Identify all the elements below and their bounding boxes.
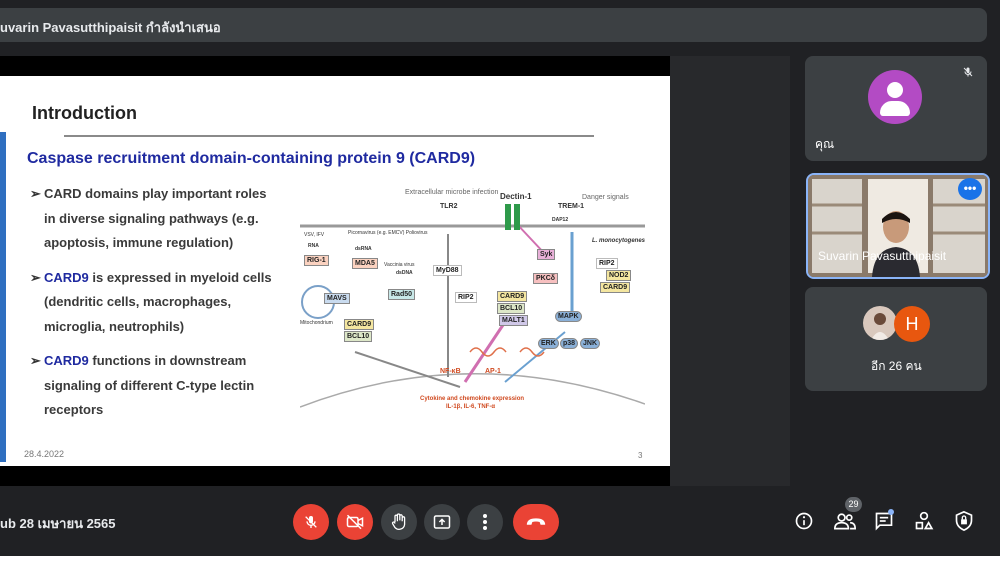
camera-off-icon xyxy=(346,514,364,530)
raise-hand-icon xyxy=(391,513,406,530)
diagram-label: Vaccinia virus xyxy=(384,262,415,268)
presenter-person xyxy=(872,211,920,277)
diagram-label: RNA xyxy=(308,243,319,249)
activities-button[interactable] xyxy=(911,508,937,534)
present-now-button[interactable] xyxy=(424,504,460,540)
host-controls-button[interactable] xyxy=(951,508,977,534)
screen-bottom-edge xyxy=(0,556,1000,563)
slide: Introduction Caspase recruitment domain-… xyxy=(0,76,670,466)
diagram-label: Dectin-1 xyxy=(500,192,532,201)
diagram-label: Danger signals xyxy=(582,194,629,201)
people-icon xyxy=(834,513,856,530)
diagram-label: Mitochondrium xyxy=(300,320,333,326)
bullet-highlight: CARD9 xyxy=(44,269,89,285)
bullet-text: CARD domains play important roles in div… xyxy=(44,186,267,250)
diagram-node: MAPK xyxy=(555,311,582,322)
diagram-node: CARD9 xyxy=(497,291,528,302)
slide-title: Introduction xyxy=(32,103,137,123)
diagram-label: dsRNA xyxy=(355,246,372,252)
diagram-label: dsDNA xyxy=(396,270,413,276)
hang-up-icon xyxy=(526,518,546,525)
diagram-label: IL-1β, IL-6, TNF-α xyxy=(446,404,496,410)
meeting-datetime: ub 28 เมษายน 2565 xyxy=(0,516,116,531)
diagram-node: MAVS xyxy=(324,293,350,304)
camera-toggle-button[interactable] xyxy=(337,504,373,540)
chat-unread-dot xyxy=(888,509,894,515)
host-controls-icon xyxy=(955,510,973,532)
bullet-arrow-icon: ➢ xyxy=(30,186,41,201)
bullet-text: is expressed in myeloid cells (dendritic… xyxy=(44,269,272,334)
diagram-node: CARD9 xyxy=(600,282,631,293)
diagram-node: RIP2 xyxy=(455,292,477,303)
diagram-node: BCL10 xyxy=(497,303,526,314)
diagram-label: TLR2 xyxy=(440,203,458,210)
diagram-label: Picornavirus (e.g. EMCV) Poliovirus xyxy=(348,230,428,236)
activities-icon xyxy=(915,511,934,530)
raise-hand-button[interactable] xyxy=(381,504,417,540)
diagram-node: PKCδ xyxy=(533,273,559,284)
diagram-node: Syk xyxy=(537,249,556,260)
mic-off-icon xyxy=(957,64,979,86)
signaling-pathway-diagram: Extracellular microbe infection Dectin-1… xyxy=(300,189,646,417)
diagram-label: DAP12 xyxy=(552,217,569,223)
bullet-text: functions in downstream signaling of dif… xyxy=(44,353,255,417)
bullet-arrow-icon: ➢ xyxy=(30,269,41,285)
self-avatar xyxy=(868,70,922,124)
bullet-item: ➢ CARD9 functions in downstream signalin… xyxy=(30,349,280,423)
diagram-node: MyD88 xyxy=(433,265,462,276)
bullet-highlight: CARD9 xyxy=(44,353,89,368)
diagram-node: RIG-1 xyxy=(304,255,329,266)
participant-letter-avatar: H xyxy=(894,306,930,342)
more-options-icon xyxy=(483,514,487,530)
bullet-arrow-icon: ➢ xyxy=(30,353,41,368)
diagram-node: p38 xyxy=(560,338,579,349)
diagram-node: CARD9 xyxy=(344,319,375,330)
bullet-item: ➢ CARD9 is expressed in myeloid cells (d… xyxy=(30,266,280,340)
diagram-node: MDA5 xyxy=(352,258,378,269)
diagram-node: JNK xyxy=(580,338,601,349)
diagram-label: L. monocytogenes xyxy=(592,238,646,244)
slide-side-navigation xyxy=(0,132,6,462)
diagram-label: NF-κB xyxy=(440,368,461,375)
others-count-label: อีก 26 คน xyxy=(871,359,922,373)
diagram-label: VSV, IFV xyxy=(304,232,325,238)
diagram-label: Extracellular microbe infection xyxy=(405,189,499,196)
diagram-node: ERK xyxy=(538,338,559,349)
slide-page-number: 3 xyxy=(638,451,643,460)
diagram-node: RIP2 xyxy=(596,258,618,269)
diagram-label: Cytokine and chemokine expression xyxy=(420,396,525,402)
meeting-details-button[interactable] xyxy=(791,508,817,534)
more-options-button[interactable] xyxy=(467,504,503,540)
slide-date: 28.4.2022 xyxy=(24,449,65,459)
title-divider xyxy=(64,135,594,137)
self-name: คุณ xyxy=(815,137,835,151)
bullet-item: ➢ CARD domains play important roles in d… xyxy=(30,182,280,256)
diagram-node: NOD2 xyxy=(606,270,632,281)
diagram-node: MALT1 xyxy=(499,315,528,326)
mic-off-icon xyxy=(305,516,317,528)
presenting-banner: uvarin Pavasutthipaisit กำลังนำเสนอ xyxy=(0,8,987,42)
participant-photo-avatar xyxy=(863,306,897,340)
mic-toggle-button[interactable] xyxy=(293,504,329,540)
tile-more-options-icon[interactable]: ••• xyxy=(958,178,982,200)
diagram-lines xyxy=(300,204,645,408)
diagram-label: AP-1 xyxy=(485,368,501,375)
diagram-node: Rad50 xyxy=(388,289,416,300)
presenting-banner-text: uvarin Pavasutthipaisit กำลังนำเสนอ xyxy=(0,20,221,35)
others-tile[interactable] xyxy=(805,287,987,391)
diagram-node: BCL10 xyxy=(344,331,373,342)
leave-call-button[interactable] xyxy=(513,504,559,540)
presenter-name: Suvarin Pavasutthipaisit xyxy=(818,249,947,263)
present-icon xyxy=(433,515,451,529)
slide-subtitle: Caspase recruitment domain-containing pr… xyxy=(27,150,476,167)
diagram-label: TREM-1 xyxy=(558,203,585,210)
participant-count-badge: 29 xyxy=(845,497,862,512)
participants-button[interactable] xyxy=(832,508,858,534)
info-icon xyxy=(795,512,813,530)
bullet-list: ➢ CARD domains play important roles in d… xyxy=(30,182,280,433)
